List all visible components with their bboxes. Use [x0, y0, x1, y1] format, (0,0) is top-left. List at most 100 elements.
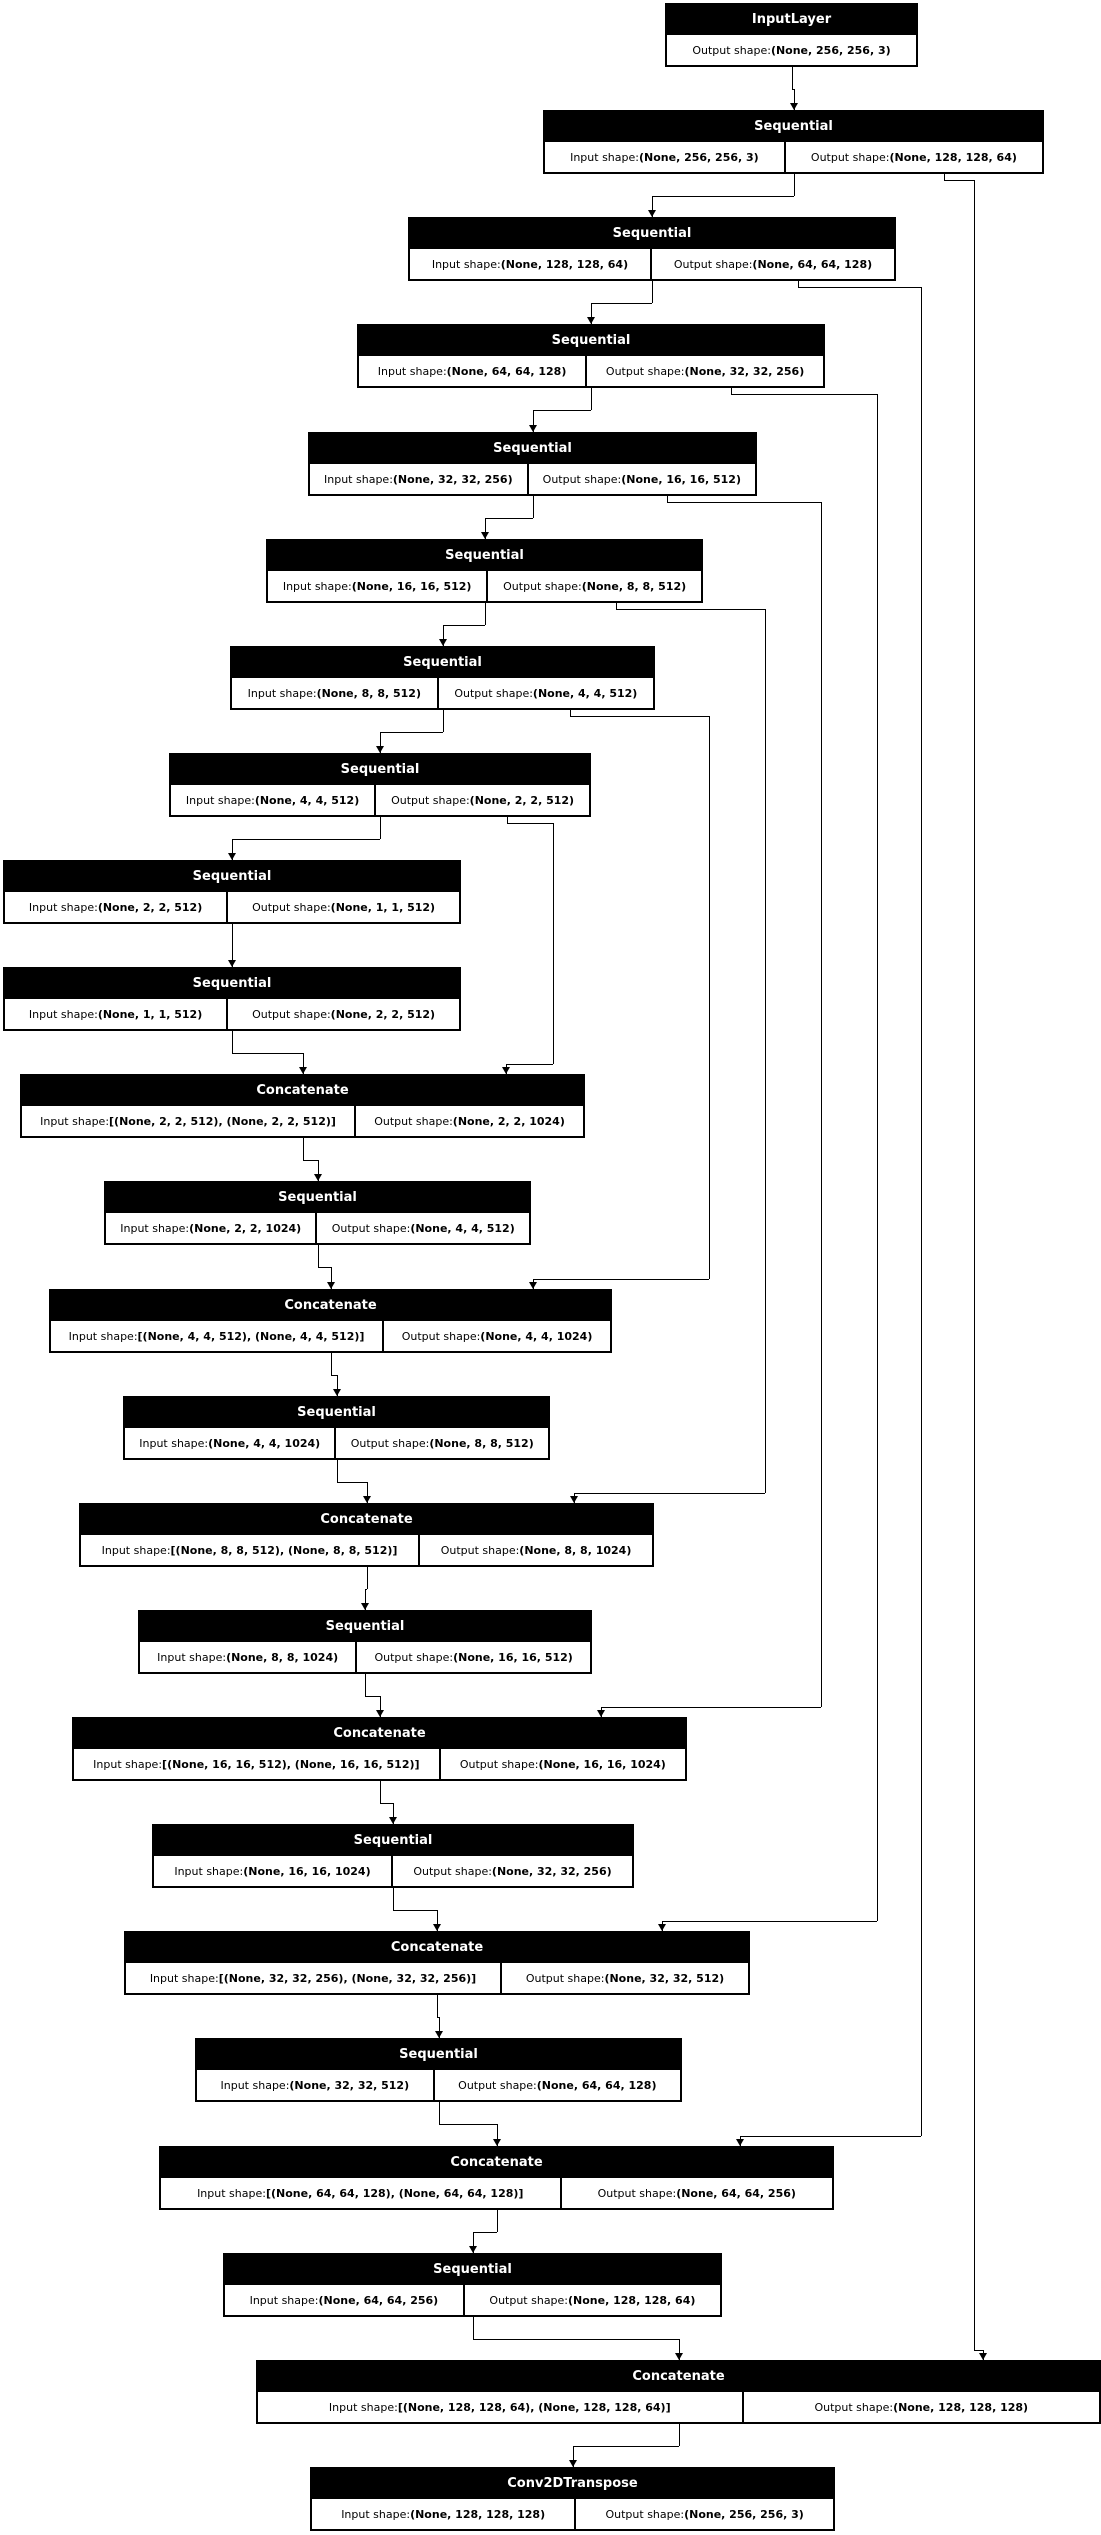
layer-shape-row: Input shape: [(None, 64, 64, 128), (None…: [161, 2178, 832, 2208]
output-shape-prefix: Output shape:: [692, 43, 771, 57]
layer-type-label: Concatenate: [22, 1076, 583, 1106]
input-shape-cell: Input shape: (None, 4, 4, 512): [171, 785, 377, 815]
edge-skip: [798, 287, 921, 288]
input-shape-prefix: Input shape:: [120, 1221, 190, 1235]
edge-main: [365, 1696, 380, 1697]
output-shape-prefix: Output shape:: [391, 793, 470, 807]
input-shape-prefix: Input shape:: [101, 1543, 171, 1557]
output-shape-value: (None, 4, 4, 512): [532, 686, 638, 700]
input-shape-prefix: Input shape:: [377, 364, 447, 378]
input-shape-prefix: Input shape:: [570, 150, 639, 164]
input-shape-cell: Input shape: (None, 32, 32, 256): [310, 464, 529, 494]
input-shape-value: (None, 8, 8, 1024): [226, 1650, 339, 1664]
input-shape-prefix: Input shape:: [328, 2400, 398, 2414]
output-shape-cell: Output shape: (None, 256, 256, 3): [667, 35, 916, 65]
arrow-head: [439, 639, 447, 646]
edge-main: [439, 2017, 440, 2038]
output-shape-value: (None, 16, 16, 1024): [538, 1757, 666, 1771]
output-shape-prefix: Output shape:: [605, 364, 685, 378]
input-shape-value: [(None, 4, 4, 512), (None, 4, 4, 512)]: [137, 1329, 365, 1343]
edge-main: [439, 2124, 497, 2125]
layer-shape-row: Input shape: (None, 64, 64, 256)Output s…: [225, 2285, 720, 2315]
output-shape-cell: Output shape: (None, 32, 32, 256): [393, 1856, 632, 1886]
edge-main: [533, 496, 534, 518]
output-shape-prefix: Output shape:: [374, 1650, 454, 1664]
arrow-head: [493, 2139, 501, 2146]
edge-skip: [765, 609, 766, 1493]
arrow-head: [433, 1924, 441, 1931]
layer-type-label: Concatenate: [258, 2362, 1099, 2392]
edge-main: [331, 1353, 332, 1375]
layer-shape-row: Input shape: (None, 32, 32, 512)Output s…: [197, 2070, 680, 2100]
edge-skip: [877, 394, 878, 1921]
layer-shape-row: Input shape: [(None, 16, 16, 512), (None…: [74, 1749, 685, 1779]
input-shape-cell: Input shape: (None, 2, 2, 512): [5, 892, 229, 922]
input-shape-prefix: Input shape:: [157, 1650, 227, 1664]
edge-skip: [731, 388, 732, 394]
output-shape-value: (None, 64, 64, 256): [676, 2186, 796, 2200]
input-shape-cell: Input shape: (None, 64, 64, 256): [225, 2285, 465, 2315]
edge-main: [497, 2210, 498, 2232]
output-shape-value: (None, 8, 8, 512): [581, 579, 687, 593]
input-shape-cell: Input shape: [(None, 16, 16, 512), (None…: [74, 1749, 441, 1779]
layer-shape-row: Input shape: (None, 1, 1, 512)Output sha…: [5, 999, 459, 1029]
layer-type-label: Concatenate: [161, 2148, 832, 2178]
layer-shape-row: Input shape: (None, 32, 32, 256)Output s…: [310, 464, 755, 494]
edge-main: [794, 174, 795, 196]
output-shape-prefix: Output shape:: [673, 257, 753, 271]
layer-shape-row: Input shape: (None, 16, 16, 1024)Output …: [154, 1856, 632, 1886]
edge-skip: [662, 1921, 877, 1922]
output-shape-cell: Output shape: (None, 64, 64, 256): [562, 2178, 832, 2208]
layer-type-label: Sequential: [268, 541, 701, 571]
input-shape-value: [(None, 128, 128, 64), (None, 128, 128, …: [397, 2400, 671, 2414]
layer-type-label: Sequential: [197, 2040, 680, 2070]
input-shape-prefix: Input shape:: [28, 900, 98, 914]
layer-shape-row: Input shape: [(None, 32, 32, 256), (None…: [126, 1963, 748, 1993]
input-shape-value: (None, 32, 32, 256): [392, 472, 513, 486]
edge-skip: [974, 180, 975, 2350]
output-shape-cell: Output shape: (None, 16, 16, 512): [357, 1642, 590, 1672]
arrow-head: [435, 2031, 443, 2038]
output-shape-prefix: Output shape:: [401, 1329, 481, 1343]
edge-main: [652, 281, 653, 303]
layer-shape-row: Input shape: (None, 8, 8, 1024) Output sh…: [140, 1642, 590, 1672]
layer-type-label: Concatenate: [74, 1719, 685, 1749]
edge-main: [485, 518, 486, 539]
layer-type-label: Concatenate: [126, 1933, 748, 1963]
output-shape-value: (None, 32, 32, 256): [684, 364, 805, 378]
layer-shape-row: Input shape: (None, 2, 2, 512)Output sha…: [5, 892, 459, 922]
layer-shape-row: Input shape: [(None, 128, 128, 64), (Non…: [258, 2392, 1099, 2422]
edge-main: [367, 1567, 368, 1589]
edge-skip: [507, 823, 553, 824]
output-shape-cell: Output shape: (None, 4, 4, 512): [317, 1213, 529, 1243]
edge-main: [380, 817, 381, 839]
input-shape-cell: Input shape: (None, 16, 16, 1024): [154, 1856, 393, 1886]
output-shape-prefix: Output shape:: [814, 2400, 894, 2414]
arrow-head: [529, 1282, 537, 1289]
arrow-head: [979, 2353, 987, 2360]
